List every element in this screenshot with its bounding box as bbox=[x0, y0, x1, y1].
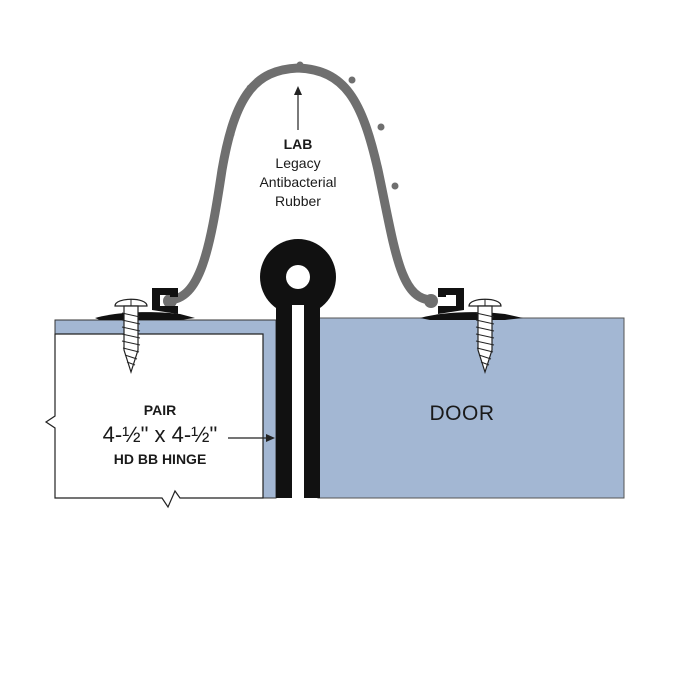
gasket-end-right bbox=[424, 294, 438, 308]
gasket-label-line4: Rubber bbox=[275, 193, 321, 209]
door-panel bbox=[317, 317, 625, 499]
hinge-box bbox=[44, 333, 264, 509]
hinge-label-line2: 4-½" x 4-½" bbox=[103, 422, 218, 447]
hinge-label-line3: HD BB HINGE bbox=[114, 451, 207, 467]
hinge-leaf-right bbox=[304, 310, 320, 498]
hinge-pin-hole bbox=[286, 265, 310, 289]
screw-right bbox=[468, 298, 502, 374]
screw-left bbox=[114, 298, 148, 374]
hinge-leaf-left bbox=[276, 310, 292, 498]
gasket-bumps bbox=[215, 61, 399, 192]
hinge-label-line1: PAIR bbox=[144, 402, 176, 418]
retainer-right bbox=[420, 288, 523, 320]
gasket-end-left bbox=[163, 294, 177, 308]
retainer-left bbox=[95, 288, 195, 320]
hinge-gap bbox=[292, 305, 304, 498]
gasket-callout-arrow bbox=[294, 86, 302, 130]
gasket-label-line2: Legacy bbox=[275, 155, 320, 171]
gasket-label-line3: Antibacterial bbox=[259, 174, 336, 190]
door-label: DOOR bbox=[430, 402, 495, 425]
gasket-label-title: LAB bbox=[284, 136, 313, 152]
gasket-bulb bbox=[163, 63, 437, 305]
hinge-callout-arrow bbox=[228, 434, 275, 442]
